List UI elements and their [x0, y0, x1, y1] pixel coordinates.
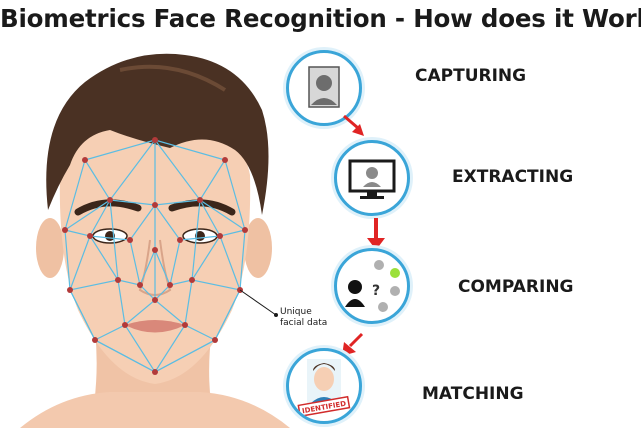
unique-facial-data-label: Unique facial data: [280, 307, 327, 329]
callout-line: [239, 289, 277, 316]
face-illustration: [0, 40, 300, 428]
captured-photo-icon: [308, 66, 340, 108]
identified-face-icon: IDENTIFIED: [297, 359, 351, 418]
annotation-line-2: facial data: [280, 318, 328, 328]
left-ear: [36, 218, 64, 278]
face-mesh-figure: [20, 53, 290, 428]
extracting-label: EXTRACTING: [452, 167, 574, 187]
annotation-line-1: Unique: [280, 307, 312, 317]
comparing-label: COMPARING: [458, 277, 574, 297]
right-ear: [244, 218, 272, 278]
arrow-down-3: [338, 330, 368, 364]
extracting-step-circle: [334, 140, 410, 216]
matching-label: MATCHING: [422, 384, 524, 404]
compare-faces-icon: ?: [345, 260, 400, 312]
hair-highlight: [119, 64, 227, 92]
mesh-nodes: [62, 137, 248, 375]
monitor-scan-icon: [348, 159, 396, 199]
matching-step-circle: IDENTIFIED: [286, 348, 362, 424]
hair-shape: [46, 53, 269, 216]
right-eyebrow: [168, 199, 236, 216]
capturing-step-circle: [286, 50, 362, 126]
diagram-title: Biometrics Face Recognition - How does i…: [0, 4, 641, 33]
shoulders-shape: [20, 392, 290, 428]
mouth: [125, 320, 185, 333]
comparing-step-circle: ?: [334, 248, 410, 324]
svg-text:?: ?: [372, 283, 380, 299]
capturing-label: CAPTURING: [415, 66, 527, 86]
left-eyebrow: [74, 199, 142, 216]
arrow-down-1: [340, 112, 370, 146]
arrow-down-2: [364, 216, 388, 256]
